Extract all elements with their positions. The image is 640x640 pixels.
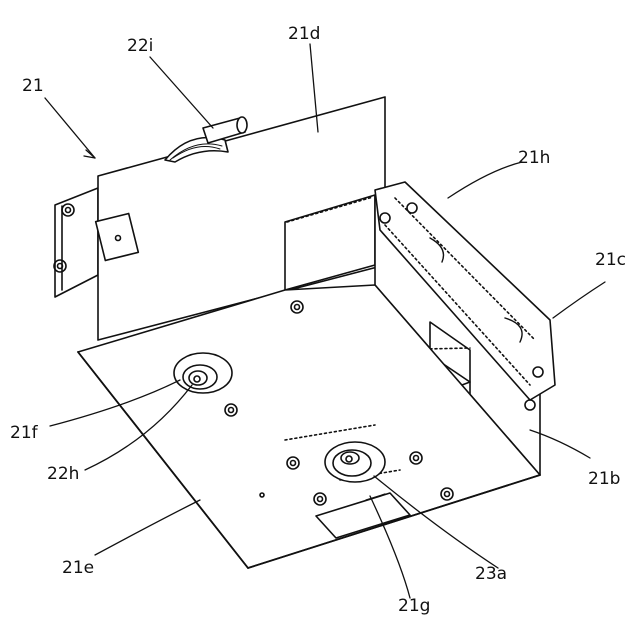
label-21f: 21f [10,425,38,442]
label-21c: 21c [595,252,626,269]
label-21g: 21g [398,598,430,615]
label-21e: 21e [62,560,94,577]
label-22h: 22h [47,466,79,483]
boss-23a [325,442,385,482]
label-22i: 22i [127,38,153,55]
label-21b: 21b [588,471,620,488]
label-21d: 21d [288,26,320,43]
boss-22h [174,353,232,393]
label-21: 21 [22,78,44,95]
left-flange [54,188,98,297]
label-23a: 23a [475,566,507,583]
label-21h: 21h [518,150,550,167]
